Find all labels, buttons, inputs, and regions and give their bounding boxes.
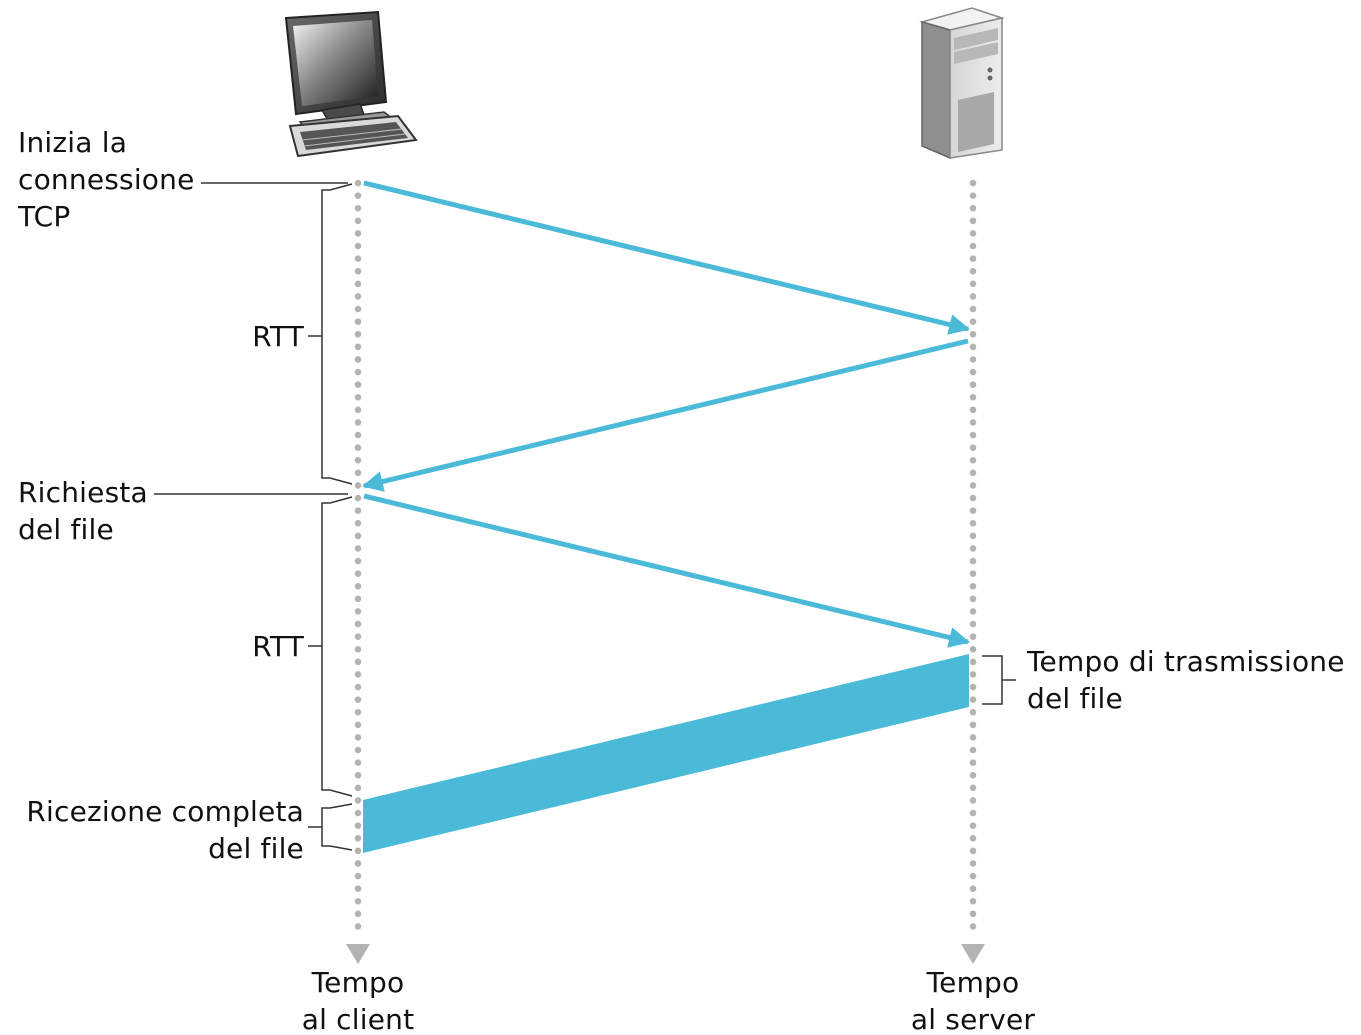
file-transmission-band (363, 654, 969, 853)
http-request-arrow (363, 493, 971, 648)
start-tcp-label: Inizia la connessione TCP (18, 126, 195, 233)
server-timeline (961, 179, 985, 964)
desktop-computer-icon (284, 10, 418, 158)
file-request-label: Richiesta del file (18, 476, 148, 546)
tcp-syn-arrow (363, 180, 971, 335)
tower-server-icon (919, 7, 1005, 160)
file-received-brace (308, 803, 353, 851)
transmission-time-label: Tempo di trasmissione del file (1027, 645, 1345, 715)
client-time-label: Tempo al client (301, 966, 415, 1035)
annotation-lines (154, 182, 1016, 851)
tcp-synack-arrow (361, 338, 969, 492)
file-received-label: Ricezione completa del file (26, 795, 304, 865)
transmission-time-brace (982, 655, 1016, 705)
server-time-label: Tempo al server (910, 966, 1036, 1035)
rtt-1-brace (308, 183, 353, 485)
rtt-2-brace (308, 496, 353, 797)
rtt-2-label: RTT (252, 630, 304, 663)
rtt-1-label: RTT (252, 320, 304, 353)
client-timeline (346, 179, 370, 964)
